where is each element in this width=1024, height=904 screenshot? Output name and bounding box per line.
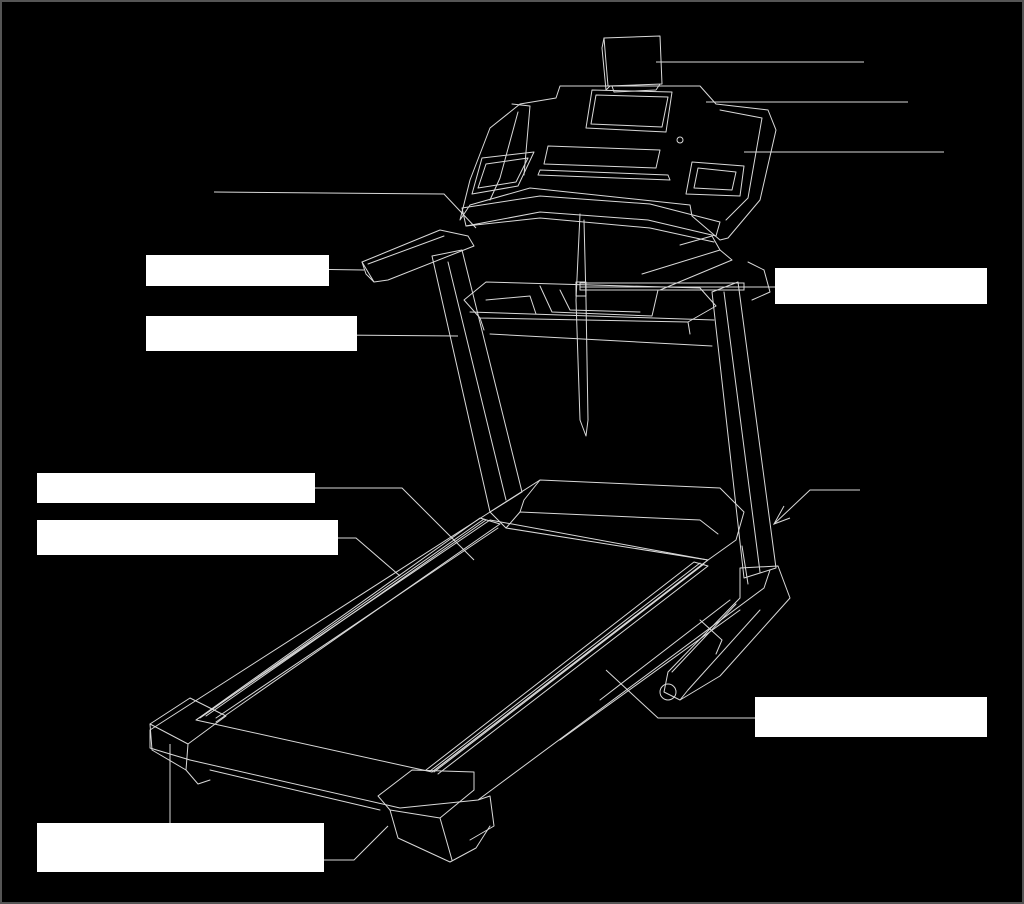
leader-upright-cover [773,489,860,525]
safety-cord [575,213,589,437]
treadmill-outline [149,35,791,863]
right-upright-shape [711,261,777,579]
rear-cap-shapes [149,697,491,863]
tablet-holder-shape [601,35,663,93]
leader-handrail-control [213,191,477,229]
motor-hood-shape [489,479,745,561]
deck-shape [195,517,709,775]
arrow-upright-cover [772,505,791,525]
callout-box-upright [146,316,357,351]
console-shape [459,85,777,243]
callout-box-walking-belt [37,473,315,503]
tray-shape [463,281,717,347]
leader-lines [122,61,944,861]
callout-box-fan [775,268,987,304]
callout-box-frame [755,697,987,737]
base-foot-shape [659,545,791,701]
callout-box-handrail [146,255,329,286]
safety-key [575,281,587,297]
callout-box-rear-feet [37,823,324,872]
callout-box-platform [37,520,338,555]
fan-pointer [579,282,745,291]
handrail-shape [361,229,733,291]
frame-shape [149,511,771,841]
